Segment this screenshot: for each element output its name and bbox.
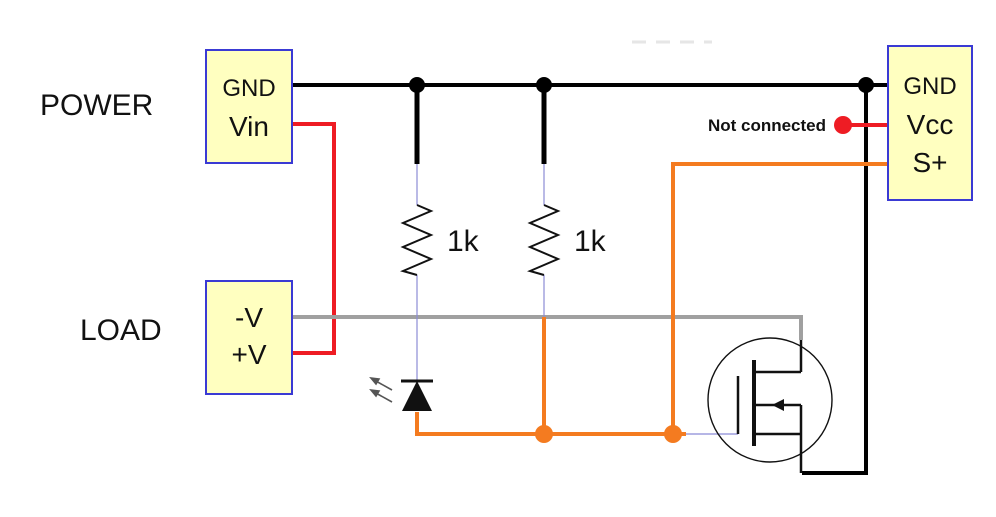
power-vin-pin: Vin: [229, 111, 269, 142]
power-connector: GND Vin: [205, 49, 293, 164]
mosfet-symbol: [707, 337, 833, 473]
power-label: POWER: [40, 89, 153, 122]
ground-junctions: [409, 77, 874, 93]
sensor-connector: GND Vcc S+: [887, 45, 973, 201]
sensor-gnd-pin: GND: [903, 73, 956, 100]
thin-wires: [416, 164, 738, 435]
not-connected-dot: [834, 116, 852, 134]
led-symbol: [369, 376, 433, 411]
sensor-vcc-pin: Vcc: [907, 109, 954, 140]
load-wire: [292, 315, 803, 340]
load-plus-pin: +V: [231, 339, 266, 370]
led-light-arrows-icon: [369, 376, 393, 403]
resistor-1: 1k: [400, 204, 480, 276]
load-label: LOAD: [80, 314, 162, 347]
signal-wires: [415, 162, 890, 436]
sensor-signal-pin: S+: [912, 147, 947, 178]
load-minus-pin: -V: [235, 302, 263, 333]
ground-wires: [292, 83, 892, 475]
load-connector: -V +V: [205, 280, 293, 395]
resistor-1-value: 1k: [447, 225, 480, 258]
not-connected-label: Not connected: [708, 116, 826, 135]
resistor-2: 1k: [527, 204, 607, 276]
resistor-2-value: 1k: [574, 225, 607, 258]
signal-junctions: [535, 425, 682, 443]
power-gnd-pin: GND: [222, 75, 275, 102]
vin-wire: [292, 122, 336, 355]
